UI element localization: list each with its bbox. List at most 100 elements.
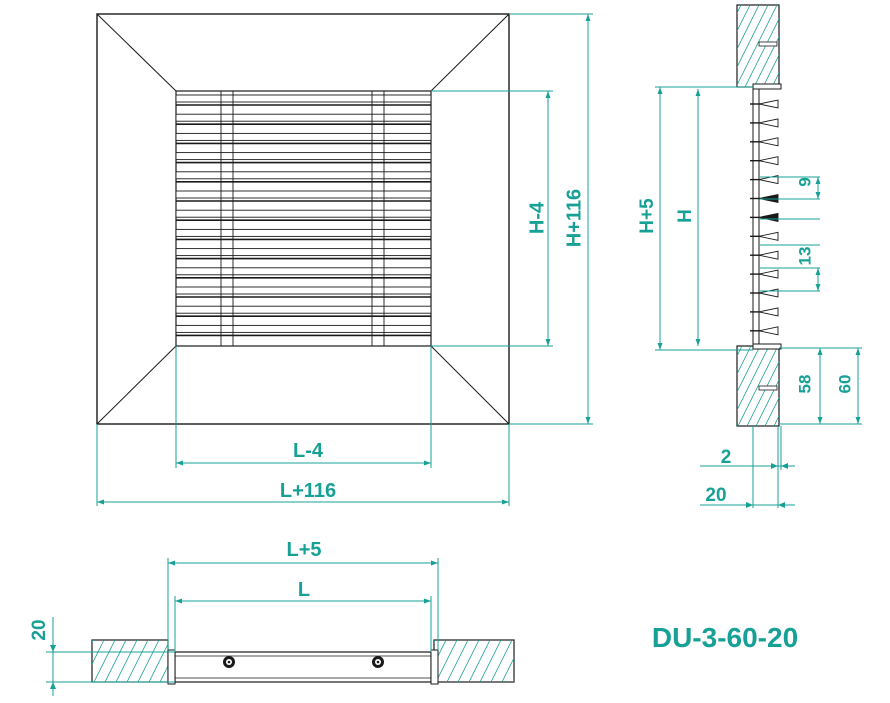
hatch-line bbox=[737, 346, 779, 426]
dim-label-flange-58: 58 bbox=[795, 375, 814, 394]
blade-profile bbox=[758, 156, 779, 166]
hatch-line bbox=[148, 643, 168, 682]
hatch-line bbox=[657, 346, 697, 426]
flange-plate-bottom bbox=[752, 343, 782, 350]
blade-grid bbox=[175, 91, 432, 346]
dim-label-inner-width: L-4 bbox=[293, 440, 324, 462]
frame-lip-left bbox=[167, 649, 176, 685]
hatch-line bbox=[92, 640, 105, 665]
blade-profile bbox=[758, 99, 779, 109]
dim-label-outer-width: L+116 bbox=[280, 480, 336, 502]
blade bbox=[175, 228, 432, 237]
dim-label-inner-height: H-4 bbox=[526, 201, 548, 234]
frame-lip-right bbox=[430, 649, 439, 685]
hatch-line bbox=[682, 5, 723, 87]
hatch-line bbox=[524, 640, 545, 682]
blade bbox=[175, 267, 432, 276]
hatch-line bbox=[159, 665, 168, 682]
flange-plate-top bbox=[752, 83, 782, 90]
hatch-line bbox=[737, 5, 751, 32]
arrowhead bbox=[781, 463, 788, 469]
dim-label-flange-60: 60 bbox=[835, 375, 854, 394]
hatch-line bbox=[771, 72, 779, 87]
dim-label-outer-height: H+116 bbox=[563, 189, 585, 247]
hatch-line bbox=[855, 346, 890, 426]
blade-profile bbox=[758, 118, 779, 128]
hatch-line bbox=[93, 640, 116, 682]
hatch-line bbox=[446, 640, 469, 682]
dim-label-depth: 20 bbox=[29, 619, 50, 640]
blade bbox=[175, 171, 432, 180]
hatch-line bbox=[666, 346, 706, 426]
side-dimensions bbox=[655, 86, 862, 508]
hatch-line bbox=[655, 5, 696, 87]
blade bbox=[175, 132, 432, 141]
hatch-line bbox=[737, 5, 760, 50]
hatch-line bbox=[737, 5, 778, 86]
blade-profile bbox=[758, 250, 779, 260]
hatch-line bbox=[808, 5, 849, 87]
screw-left bbox=[223, 656, 235, 668]
blade-profile bbox=[758, 288, 779, 298]
screw-right bbox=[372, 656, 384, 668]
hatch-line bbox=[126, 640, 149, 682]
hatch-line bbox=[479, 640, 502, 682]
frame-bevel-bl bbox=[96, 345, 177, 425]
hatch-line bbox=[737, 5, 769, 68]
blade-profile bbox=[758, 269, 779, 279]
hatch-line bbox=[546, 640, 567, 682]
hatch-line bbox=[61, 640, 82, 682]
blade bbox=[175, 94, 432, 103]
dim-label-height: H bbox=[675, 209, 696, 223]
blade bbox=[175, 209, 432, 218]
dim-label-frame-height: H+5 bbox=[637, 198, 658, 234]
hatch-line bbox=[817, 5, 858, 87]
side-view: H+5 H 9 13 58 60 2 20 bbox=[637, 4, 890, 508]
hatch-line bbox=[435, 640, 458, 682]
hatch-line bbox=[762, 54, 779, 87]
blade bbox=[175, 113, 432, 122]
blade bbox=[175, 324, 432, 333]
hatch-line bbox=[693, 346, 733, 426]
bottom-view: L+5 L 20 bbox=[29, 539, 567, 696]
hatch-line bbox=[684, 346, 724, 426]
blade bbox=[175, 248, 432, 257]
arrowhead bbox=[771, 463, 778, 469]
hatch-line bbox=[104, 640, 127, 682]
mount-bracket-top bbox=[758, 41, 778, 47]
hatch-line bbox=[468, 640, 491, 682]
grille-frame-section bbox=[752, 88, 760, 345]
dim-label-frame-width: L+5 bbox=[286, 539, 321, 561]
hatch-line bbox=[790, 5, 831, 87]
hatch-line bbox=[691, 5, 732, 87]
hatch-line bbox=[764, 397, 779, 426]
dim-label-offset-2: 2 bbox=[721, 447, 732, 468]
hatch-line bbox=[853, 5, 890, 87]
arrowhead bbox=[50, 645, 56, 652]
blade-profile bbox=[758, 137, 779, 147]
hatch-line bbox=[675, 346, 715, 426]
hatch-line bbox=[457, 640, 480, 682]
blade bbox=[175, 305, 432, 314]
dim-label-depth-20: 20 bbox=[705, 485, 726, 506]
hatch-line bbox=[826, 5, 867, 87]
arrowhead bbox=[746, 502, 753, 508]
hatch-line bbox=[535, 640, 556, 682]
bottom-dimensions bbox=[46, 558, 439, 696]
hatch-line bbox=[799, 5, 840, 87]
dim-label-blade-gap: 13 bbox=[795, 247, 814, 266]
hatch-line bbox=[781, 5, 822, 87]
inner-opening bbox=[175, 90, 432, 347]
frame-bevel-tr bbox=[430, 13, 510, 92]
hatch-line bbox=[835, 5, 876, 87]
hatch-line bbox=[501, 657, 514, 682]
hatch-line bbox=[664, 5, 705, 87]
model-code: DU-3-60-20 bbox=[652, 622, 798, 653]
blade-profile bbox=[758, 326, 779, 336]
blade bbox=[175, 190, 432, 199]
hatch-line bbox=[512, 679, 514, 682]
blade-profile bbox=[758, 212, 779, 222]
arrowhead bbox=[50, 682, 56, 689]
front-dimensions bbox=[96, 13, 593, 506]
